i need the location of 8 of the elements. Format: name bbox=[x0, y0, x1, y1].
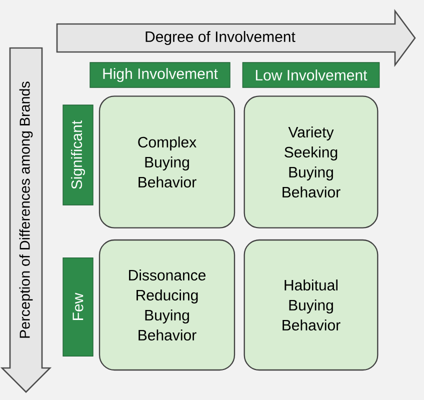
row-header: Significant bbox=[62, 104, 94, 206]
row-header: Few bbox=[62, 258, 94, 356]
column-header: Low Involvement bbox=[242, 62, 380, 88]
quadrant-box: Dissonance Reducing Buying Behavior bbox=[98, 239, 236, 371]
quadrant-box: Variety Seeking Buying Behavior bbox=[244, 96, 378, 228]
column-header: High Involvement bbox=[90, 62, 230, 88]
quadrant-box: Complex Buying Behavior bbox=[98, 96, 236, 228]
quadrant-box: Habitual Buying Behavior bbox=[244, 239, 378, 371]
